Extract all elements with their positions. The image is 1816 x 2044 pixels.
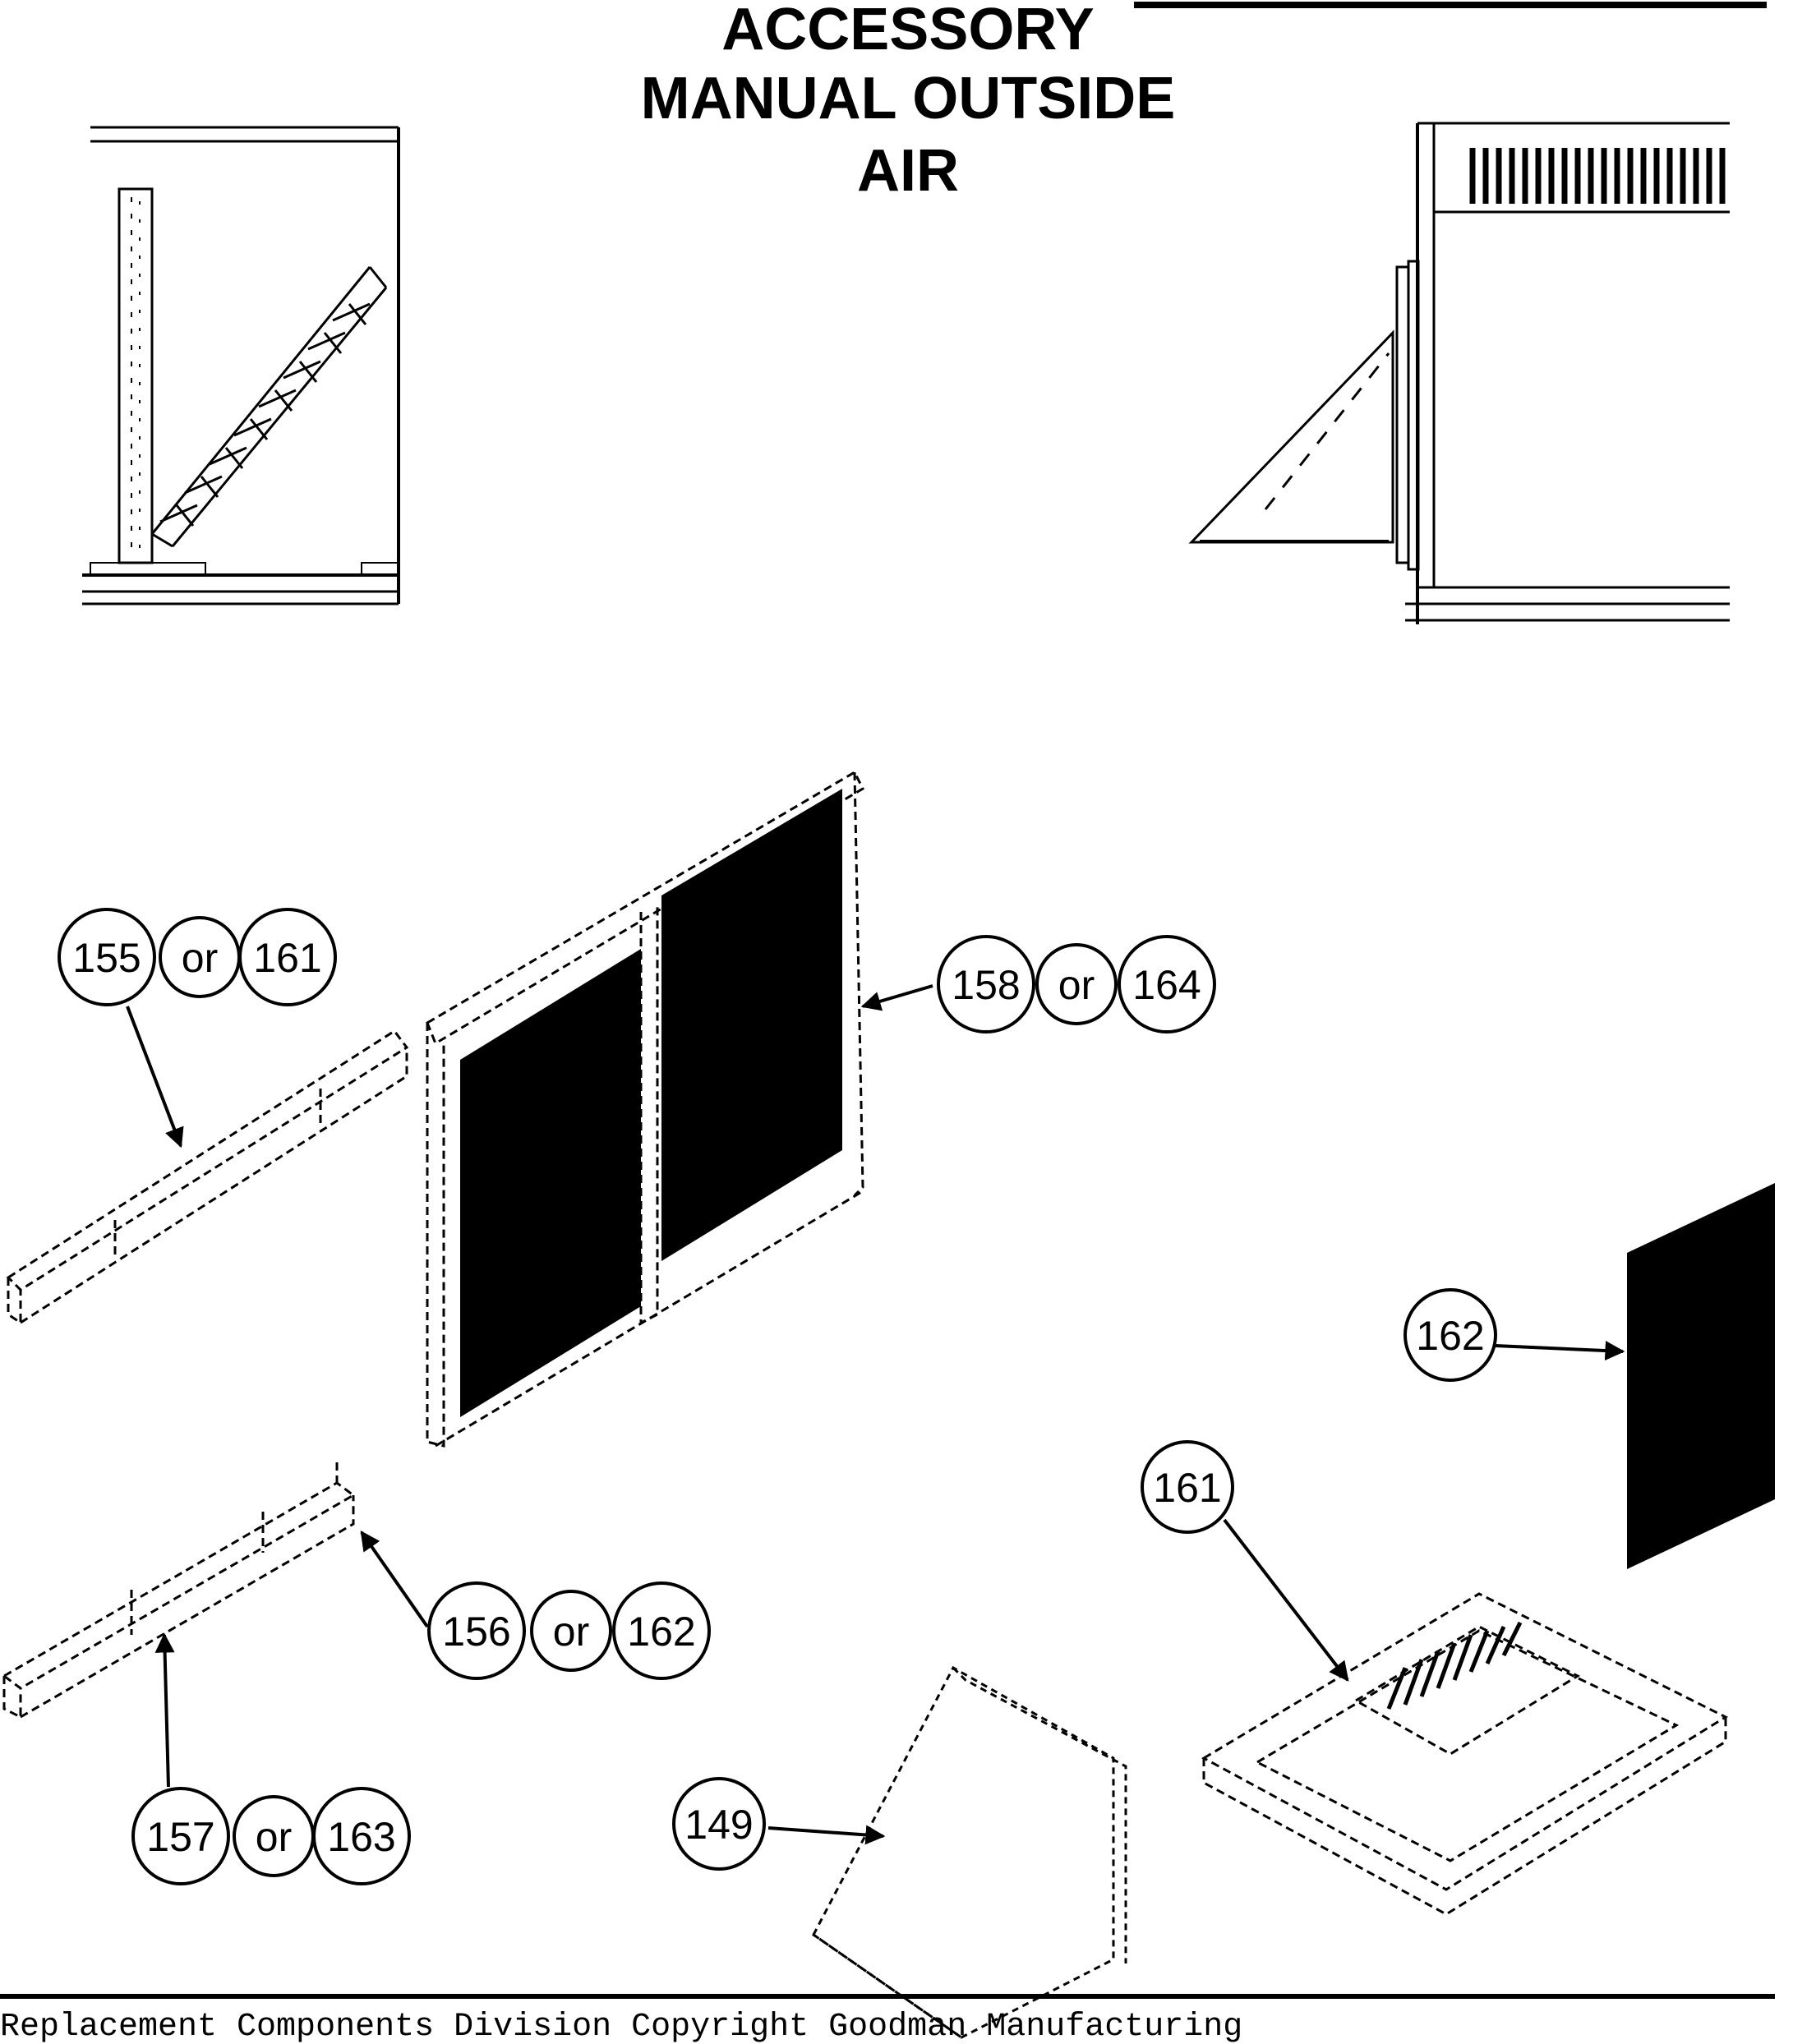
tray-louver (1386, 1621, 1523, 1710)
filter-right (661, 789, 842, 1261)
unit-side-view (1188, 122, 1730, 624)
title-line-3: AIR (857, 138, 959, 204)
callout-157: 157 (146, 1814, 214, 1860)
callout-or-4: or (256, 1814, 292, 1860)
callout-161-a: 161 (253, 935, 321, 981)
callout-or-1: or (182, 935, 218, 981)
filter-panel (1627, 1183, 1775, 1569)
callout-or-3: or (553, 1609, 589, 1655)
title-line-1: ACCESSORY (721, 0, 1095, 62)
footer-text: Replacement Components Division Copyrigh… (0, 2011, 1243, 2044)
callout-162-b: 162 (627, 1609, 695, 1655)
upper-rail (6, 1029, 409, 1325)
callout-155: 155 (72, 935, 141, 981)
unit-end-view (82, 126, 400, 605)
callout-156: 156 (442, 1609, 510, 1655)
callout-149: 149 (684, 1802, 753, 1848)
callout-163: 163 (327, 1814, 395, 1860)
callout-circles (58, 908, 1497, 1885)
title-line-2: MANUAL OUTSIDE (640, 66, 1176, 131)
callout-164: 164 (1132, 962, 1201, 1008)
callout-158: 158 (952, 962, 1020, 1008)
callout-162-a: 162 (1416, 1313, 1484, 1359)
callout-161-b: 161 (1153, 1465, 1221, 1511)
hood (812, 1665, 1127, 2039)
leader-arrows (126, 984, 1625, 1845)
filter-left (460, 949, 641, 1417)
callout-or-2: or (1058, 962, 1095, 1008)
lower-rail (2, 1462, 356, 1719)
tray (1201, 1592, 1729, 1916)
